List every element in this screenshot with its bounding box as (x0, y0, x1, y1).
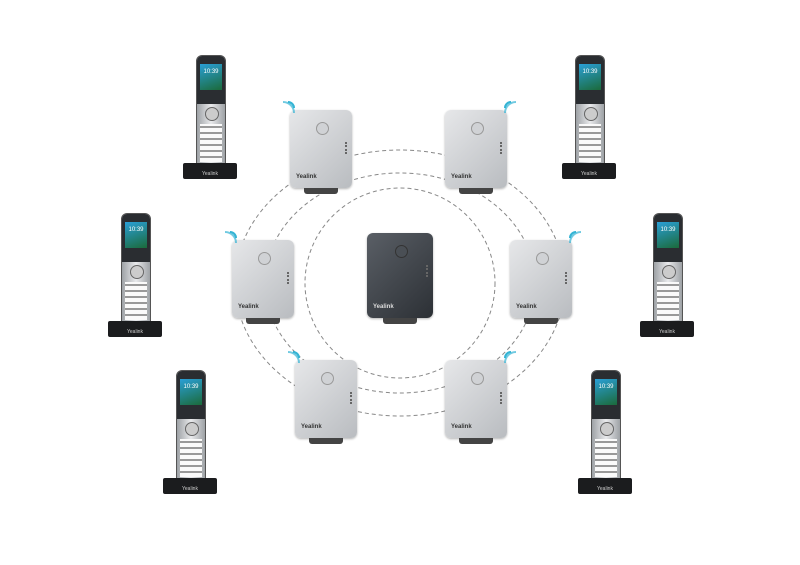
nav-key-icon (130, 265, 144, 279)
brand-label: Yealink (451, 174, 472, 180)
brand-label: Yealink (238, 304, 259, 310)
handset-body: 10:39 (176, 370, 206, 484)
status-leds (560, 272, 567, 284)
nav-key-icon (185, 422, 199, 436)
stand (459, 188, 493, 194)
signal-wave-icon (278, 96, 298, 116)
handset-screen-time: 10:39 (125, 222, 147, 248)
handset-screen-time: 10:39 (657, 222, 679, 248)
handset-body: 10:39 (653, 213, 683, 327)
base-station: Yealink (367, 233, 433, 324)
power-button-icon (316, 122, 329, 135)
signal-wave-icon (220, 226, 240, 246)
repeater: Yealink (232, 240, 294, 324)
repeater: Yealink (445, 110, 507, 194)
charging-dock: Yealink (108, 321, 162, 337)
repeater: Yealink (295, 360, 357, 444)
brand-label: Yealink (516, 304, 537, 310)
dock-brand-label: Yealink (581, 171, 597, 177)
stand (309, 438, 343, 444)
status-leds (282, 272, 289, 284)
power-button-icon (258, 252, 271, 265)
repeater: Yealink (510, 240, 572, 324)
keypad (125, 282, 147, 320)
stand (383, 318, 417, 324)
keypad (657, 282, 679, 320)
handset-body: 10:39 (591, 370, 621, 484)
power-button-icon (395, 245, 408, 258)
keypad (595, 439, 617, 477)
charging-dock: Yealink (640, 321, 694, 337)
nav-key-icon (205, 107, 219, 121)
handset-screen-time: 10:39 (180, 379, 202, 405)
status-leds (340, 142, 347, 154)
power-button-icon (471, 372, 484, 385)
status-leds (495, 142, 502, 154)
dock-brand-label: Yealink (597, 486, 613, 492)
keypad (180, 439, 202, 477)
status-leds (421, 265, 428, 277)
stand (246, 318, 280, 324)
link-ring-inner (304, 187, 496, 379)
repeater: Yealink (445, 360, 507, 444)
brand-label: Yealink (296, 174, 317, 180)
charging-dock: Yealink (562, 163, 616, 179)
power-button-icon (321, 372, 334, 385)
keypad (579, 124, 601, 162)
power-button-icon (536, 252, 549, 265)
dock-brand-label: Yealink (127, 329, 143, 335)
dock-brand-label: Yealink (182, 486, 198, 492)
nav-key-icon (600, 422, 614, 436)
charging-dock: Yealink (578, 478, 632, 494)
power-button-icon (471, 122, 484, 135)
signal-wave-icon (283, 346, 303, 366)
handset-body: 10:39 (575, 55, 605, 169)
stand (304, 188, 338, 194)
handset-screen-time: 10:39 (595, 379, 617, 405)
handset-body: 10:39 (121, 213, 151, 327)
handset-body: 10:39 (196, 55, 226, 169)
handset-screen-time: 10:39 (579, 64, 601, 90)
charging-dock: Yealink (163, 478, 217, 494)
stand (459, 438, 493, 444)
repeater: Yealink (290, 110, 352, 194)
nav-key-icon (662, 265, 676, 279)
signal-wave-icon (566, 226, 586, 246)
brand-label: Yealink (373, 304, 394, 310)
nav-key-icon (584, 107, 598, 121)
signal-wave-icon (501, 96, 521, 116)
brand-label: Yealink (301, 424, 322, 430)
handset-screen-time: 10:39 (200, 64, 222, 90)
stand (524, 318, 558, 324)
signal-wave-icon (501, 346, 521, 366)
dock-brand-label: Yealink (202, 171, 218, 177)
keypad (200, 124, 222, 162)
brand-label: Yealink (451, 424, 472, 430)
status-leds (345, 392, 352, 404)
dock-brand-label: Yealink (659, 329, 675, 335)
status-leds (495, 392, 502, 404)
charging-dock: Yealink (183, 163, 237, 179)
